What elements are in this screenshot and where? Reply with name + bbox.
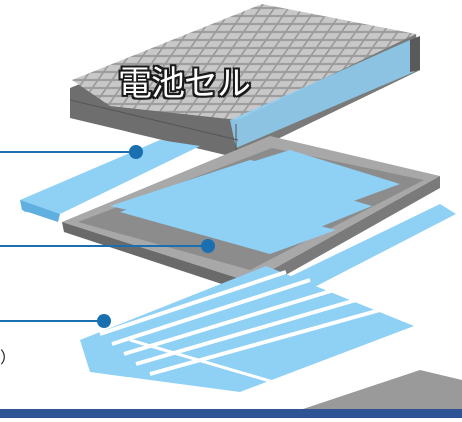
leader-line-3 (0, 314, 111, 328)
underbody-plate (300, 370, 462, 418)
bottom-accent-bar (0, 409, 462, 418)
leader-line-2 (0, 239, 215, 253)
side-rail-left (20, 140, 200, 222)
battery-cell-label: 電池セル (118, 64, 251, 104)
lower-tray (62, 136, 440, 294)
bottom-plate (80, 266, 414, 392)
battery-cell-module (69, 4, 420, 158)
cropped-paren-text: ） (0, 348, 17, 367)
leader-line-1 (0, 145, 143, 159)
